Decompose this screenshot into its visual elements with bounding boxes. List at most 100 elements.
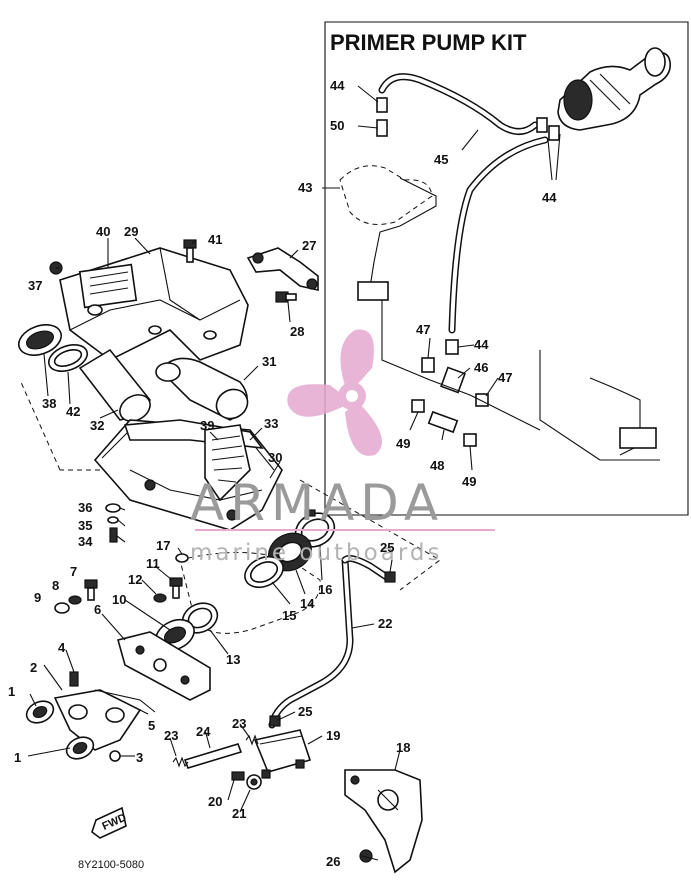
- callout: 37: [28, 278, 42, 293]
- callout: 24: [196, 724, 211, 739]
- callout: 30: [268, 450, 282, 465]
- main-leaders: [27, 237, 401, 861]
- manifold-2: [53, 689, 142, 751]
- callout: 41: [208, 232, 222, 247]
- spring-23-left: [172, 756, 189, 768]
- callout: 39: [200, 418, 214, 433]
- callout: 44: [542, 190, 557, 205]
- kit-leaders: [322, 85, 561, 471]
- callout: 15: [282, 608, 296, 623]
- callout: 33: [264, 416, 278, 431]
- callout: 49: [462, 474, 476, 489]
- callout: 44: [474, 337, 489, 352]
- diagram-code: 8Y2100-5080: [78, 859, 144, 871]
- callout: 21: [232, 806, 246, 821]
- nut-3: [109, 750, 121, 762]
- callout: 45: [434, 152, 448, 167]
- callout: 47: [416, 322, 430, 337]
- callout: 6: [94, 602, 101, 617]
- watermark: ARMADA marine outboards: [190, 474, 495, 566]
- washer-35: [107, 516, 119, 524]
- gasket-5: [94, 689, 156, 713]
- clip-25-upper: [384, 571, 396, 583]
- nut-26: [359, 849, 373, 863]
- bracket-18: [344, 769, 423, 874]
- callout: 49: [396, 436, 410, 451]
- silencer-cover-29: [59, 247, 249, 361]
- kit-fittings: [376, 97, 560, 447]
- spring-23-right: [245, 734, 259, 746]
- callout: 25: [380, 540, 394, 555]
- callout: 34: [78, 534, 93, 549]
- screw-34: [109, 527, 118, 543]
- kit-hose-45: [378, 73, 549, 334]
- ring-42: [47, 344, 89, 372]
- bolt-41: [183, 239, 197, 263]
- clip-25-lower: [269, 715, 281, 727]
- washer-8: [68, 595, 82, 605]
- callout: 22: [378, 616, 392, 631]
- callout: 26: [326, 854, 340, 869]
- plate-6: [117, 631, 211, 701]
- bolt-7: [84, 579, 98, 601]
- callout: 12: [128, 572, 142, 587]
- callout: 4: [58, 640, 66, 655]
- callout: 27: [302, 238, 316, 253]
- callout: 25: [298, 704, 312, 719]
- gasket-1-upper: [25, 700, 55, 724]
- intake-duct-32: [78, 348, 151, 422]
- forward-arrow: FWD: [91, 806, 128, 839]
- bolt-4: [69, 671, 79, 687]
- watermark-tagline: marine outboards: [190, 540, 442, 566]
- callout: 42: [66, 404, 80, 419]
- callout: 23: [232, 716, 246, 731]
- callout: 3: [136, 750, 143, 765]
- callout: 5: [148, 718, 155, 733]
- clamp-15: [244, 555, 284, 589]
- washer-21: [246, 774, 262, 790]
- callout: 18: [396, 740, 410, 755]
- callout: 32: [90, 418, 104, 433]
- callout: 40: [96, 224, 110, 239]
- callout: 31: [262, 354, 276, 369]
- callout: 13: [226, 652, 240, 667]
- callout: 17: [156, 538, 170, 553]
- callout: 48: [430, 458, 444, 473]
- intake-outline: [19, 379, 441, 634]
- callout: 36: [78, 500, 92, 515]
- callout: 50: [330, 118, 344, 133]
- callout: 2: [30, 660, 37, 675]
- washer-12: [153, 593, 167, 603]
- callout: 28: [290, 324, 304, 339]
- callout: 35: [78, 518, 92, 533]
- grommet-36: [105, 503, 121, 513]
- callout: 47: [498, 370, 512, 385]
- callout: 8: [52, 578, 59, 593]
- callout: 11: [146, 556, 160, 571]
- callout: 44: [330, 78, 345, 93]
- armada-logo: [287, 329, 383, 456]
- bolt-28: [275, 291, 297, 303]
- callout: 1: [14, 750, 21, 765]
- gasket-1-lower: [65, 736, 95, 760]
- element-39: [204, 424, 251, 502]
- seal-38: [17, 324, 63, 356]
- callout: 43: [298, 180, 312, 195]
- kit-title: PRIMER PUMP KIT: [330, 30, 527, 55]
- callouts: 44 50 45 44 43 44 47 4 6 47 49 48 49 40 2…: [8, 78, 557, 869]
- kit-bracket-43: [339, 165, 660, 461]
- fuel-pump-19: [253, 729, 312, 779]
- callout: 29: [124, 224, 138, 239]
- callout: 16: [318, 582, 332, 597]
- callout: 14: [300, 596, 315, 611]
- callout: 7: [70, 564, 77, 579]
- rod-24: [183, 743, 243, 769]
- primer-pump-bulb: [557, 47, 672, 131]
- callout: 9: [34, 590, 41, 605]
- washer-9: [54, 602, 70, 614]
- bracket-27: [246, 247, 319, 291]
- callout: 19: [326, 728, 340, 743]
- bolt-11: [169, 577, 183, 599]
- bolt-20: [231, 771, 245, 781]
